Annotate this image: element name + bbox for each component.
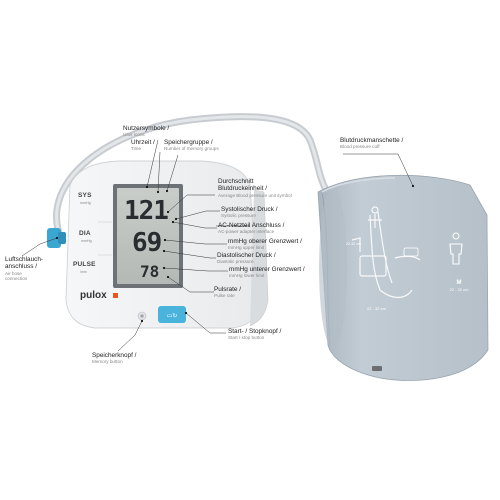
callout-lower-limit: mmHg unterer Grenzwert /mmHg lower limit: [229, 266, 305, 279]
callout-dots: [55, 184, 415, 323]
person-icon: [449, 232, 463, 265]
brand-logo-square: [113, 293, 118, 298]
sys-label: SYS: [78, 192, 92, 199]
callout-pulse-rate: Pulsrate /Pulse rate: [214, 286, 241, 299]
dia-label: DIA: [79, 230, 91, 237]
callout-user-symbol: Nutzersymbole /User icons: [123, 125, 170, 138]
callout-start-stop: Start- / Stopknopf /Start / stop button: [228, 328, 282, 341]
pulse-unit: /min: [80, 270, 87, 274]
sys-unit: mmHg: [80, 201, 91, 205]
start-stop-button[interactable]: [158, 306, 186, 323]
callout-memory-button: Speicherknopf /Memory button: [92, 352, 137, 365]
lcd-display: [117, 188, 179, 284]
blood-pressure-cuff: M 22 - 32 cm 22-32 cm 22 - 32 cm: [317, 174, 489, 381]
callout-time: Uhrzeit /Time: [131, 139, 155, 152]
cuff-ring-icon: [372, 366, 382, 371]
brand-name: pulox: [80, 290, 107, 301]
arm-diagram-icon: [351, 206, 421, 299]
cuff-wrap-range: 22 - 32 cm: [367, 306, 387, 311]
callout-upper-limit: mmHg oberer Grenzwert /mmHg upper limit: [228, 238, 302, 251]
callout-ac-adapter: AC-Netzteil Anschluss /AC-power adapter …: [218, 222, 285, 235]
pulse-label: PULSE: [73, 261, 96, 268]
air-hose-connector: [47, 228, 61, 248]
cuff-top-range: 22-32 cm: [346, 242, 361, 246]
callout-lines: [21, 139, 414, 352]
callout-diastolic: Diastolischer Druck /Diastolic pressure: [217, 252, 276, 265]
systolic-reading: 121: [124, 196, 169, 226]
callout-cuff: Blutdruckmanschette /Blood pressure cuff: [340, 137, 404, 150]
pulse-reading: 78: [140, 262, 160, 281]
memory-icon: [140, 314, 144, 318]
dia-unit: mmHg: [81, 239, 92, 243]
callout-systolic: Systolischer Druck /Systolic pressure: [221, 206, 278, 219]
cuff-size-letter: M: [457, 280, 462, 286]
start-stop-icon: ▭↻: [167, 314, 178, 320]
diastolic-reading: 69: [132, 228, 162, 258]
callout-memory-group: Speichergruppe /Number of memory groups: [164, 139, 219, 152]
cuff-size-range: 22 - 32 cm: [450, 287, 470, 292]
monitor-body: ▭↻: [47, 160, 269, 329]
